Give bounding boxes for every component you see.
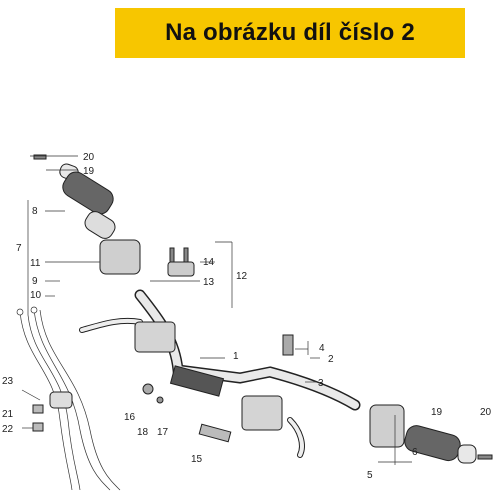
label-14: 14 (203, 257, 215, 268)
right-controls (142, 334, 305, 458)
label-9: 9 (32, 276, 38, 287)
label-17: 17 (157, 427, 169, 438)
label-4: 4 (319, 343, 325, 354)
leader-lines (21, 155, 412, 465)
label-6: 6 (412, 447, 418, 458)
label-20: 20 (83, 152, 95, 163)
label-3: 3 (318, 378, 324, 389)
label-2: 2 (328, 354, 334, 365)
label-1: 1 (233, 351, 239, 362)
label-19: 19 (83, 166, 95, 177)
part-labels: 20 19 8 7 11 9 10 14 12 13 1 4 2 3 23 16… (2, 152, 492, 481)
clip-parts (32, 391, 73, 432)
label-23: 23 (2, 376, 14, 387)
handlebar-assembly (79, 247, 361, 411)
label-15: 15 (191, 454, 203, 465)
label-18: 18 (137, 427, 149, 438)
left-grip-assembly (33, 154, 141, 275)
label-19-right: 19 (431, 407, 443, 418)
label-7: 7 (16, 243, 22, 254)
label-10: 10 (30, 290, 42, 301)
label-8: 8 (32, 206, 38, 217)
label-16: 16 (124, 412, 136, 423)
label-5: 5 (367, 470, 373, 481)
label-20-right: 20 (480, 407, 492, 418)
banner-text: Na obrázku díl číslo 2 (165, 19, 415, 46)
title-banner: Na obrázku díl číslo 2 (115, 8, 465, 58)
control-cables (16, 306, 121, 491)
label-12: 12 (236, 271, 248, 282)
label-13: 13 (203, 277, 215, 288)
label-21: 21 (2, 409, 14, 420)
right-grip-assembly (369, 404, 493, 464)
label-11: 11 (30, 258, 41, 269)
label-22: 22 (2, 424, 14, 435)
